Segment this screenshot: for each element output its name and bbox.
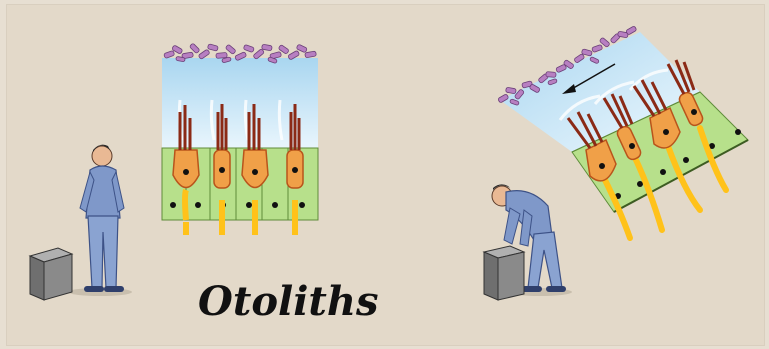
- box-icon: [484, 246, 524, 300]
- upright-otolith-organ: [162, 43, 318, 235]
- standing-person-icon: [68, 145, 132, 296]
- diagram-title: Otoliths: [198, 278, 378, 325]
- box-icon: [30, 248, 72, 300]
